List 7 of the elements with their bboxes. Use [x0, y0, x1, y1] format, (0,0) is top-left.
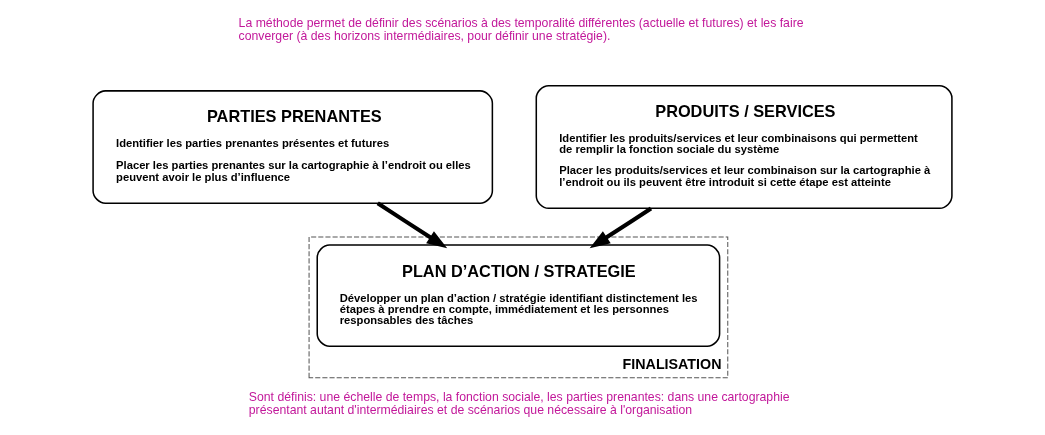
- node-box: PRODUITS / SERVICES Identifier les produits/services et leur combinaisons qui permettent de remplir la fonction sociale du système Placer les produits/services et leur combinaison sur la cartographie à l’endroit ou ils peuvent être introduit si cette étape est atteinte: [535, 85, 953, 210]
- arrow: [376, 201, 448, 249]
- label: La méthode permet de définir des scénarios à des temporalité différentes (actuelle et futures) et les faire converger (à des horizons intermédiaires, pour définir une stratégie).: [238, 16, 804, 44]
- arrow: [589, 206, 653, 249]
- node-box: PLAN D’ACTION / STRATEGIE Développer un plan d’action / stratégie identifiant distinctement les étapes à prendre en compte, immédiatement et les personnes responsables des tâches: [316, 244, 721, 347]
- label: Sont définis: une échelle de temps, la fonction sociale, les parties prenantes: dans une cartographie présentant autant d'intermédiaires et de scénarios que nécessaire à l'organisation: [248, 389, 790, 418]
- node-box: PARTIES PRENANTES Identifier les parties prenantes présentes et futures Placer les parties prenantes sur la cartographie à l’endroit ou elles peuvent avoir le plus d’influence: [92, 90, 494, 204]
